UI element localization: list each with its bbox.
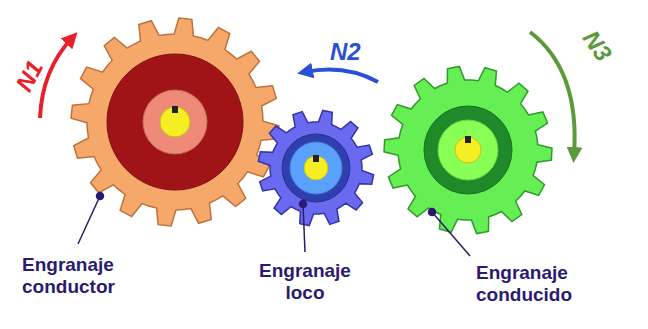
speed-label: N2 xyxy=(330,38,361,66)
speed-label: N3 xyxy=(577,25,617,66)
gear xyxy=(71,18,279,226)
leader-lines xyxy=(78,193,470,257)
part-name: Engranaje conducido xyxy=(476,262,596,306)
part-name: Engranaje loco xyxy=(250,260,360,304)
gear xyxy=(258,110,373,225)
rotation-arrow xyxy=(305,70,378,82)
gear xyxy=(384,66,552,233)
part-name: Engranaje conductor xyxy=(22,254,142,298)
rotation-arrow xyxy=(40,38,72,118)
rotation-arrow xyxy=(530,32,575,155)
